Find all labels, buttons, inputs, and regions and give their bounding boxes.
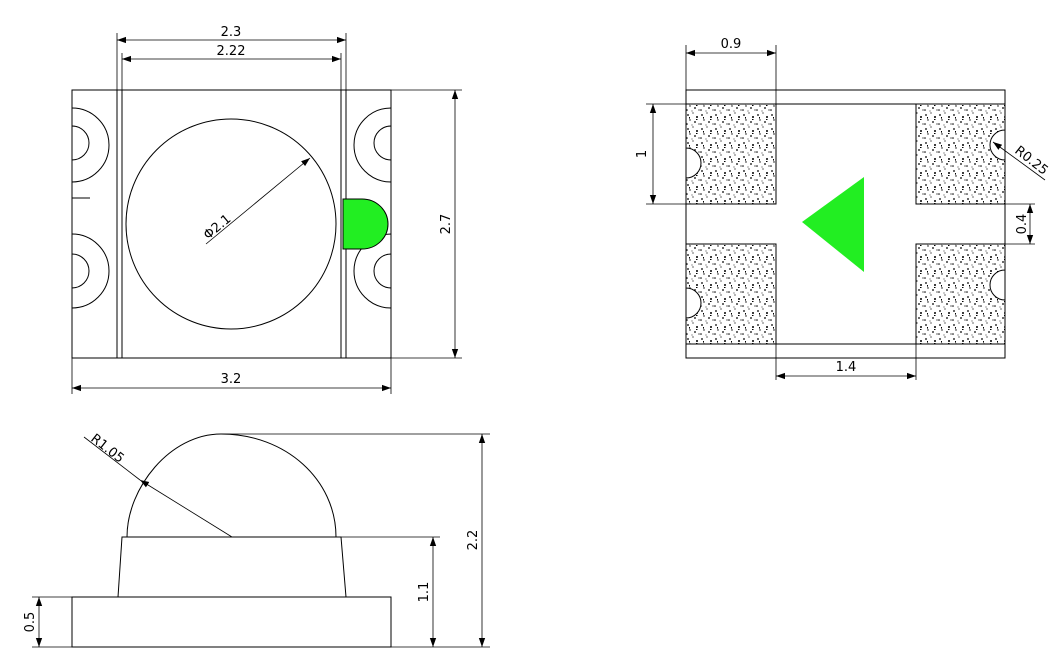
pad-bottom-left bbox=[685, 243, 777, 345]
dim-outer-width: 2.3 bbox=[221, 25, 242, 40]
side-view: R1.05 2.2 1.1 0.5 bbox=[23, 431, 490, 648]
lens-circle bbox=[125, 118, 337, 330]
dim-pad-gap: 0.4 bbox=[1015, 214, 1030, 235]
polarity-mark-top bbox=[342, 198, 389, 250]
left-castellations bbox=[71, 107, 110, 309]
dim-pad-height: 1 bbox=[635, 150, 650, 158]
dim-base-height: 0.5 bbox=[23, 612, 38, 633]
pad-bottom-right bbox=[915, 243, 1006, 345]
dim-total-height: 2.2 bbox=[466, 530, 481, 551]
top-view-body bbox=[71, 89, 392, 359]
dim-pad-spacing: 1.4 bbox=[836, 360, 857, 375]
pad-top-right bbox=[915, 103, 1006, 205]
dim-body-width: 3.2 bbox=[221, 372, 242, 387]
side-view-base bbox=[71, 596, 392, 648]
polarity-mark-bottom bbox=[802, 177, 864, 272]
dim-inner-width: 2.22 bbox=[217, 44, 246, 59]
lens-diameter-label: Φ2.1 bbox=[201, 212, 234, 243]
dim-pad-width: 0.9 bbox=[721, 37, 742, 52]
dim-notch-radius: R0.25 bbox=[1012, 143, 1051, 178]
side-view-dome bbox=[126, 433, 337, 538]
side-view-body bbox=[117, 536, 347, 598]
dim-dome-radius: R1.05 bbox=[88, 431, 127, 466]
bottom-view-body bbox=[685, 89, 1006, 359]
dim-height: 2.7 bbox=[439, 214, 454, 235]
top-view: Φ2.1 2.3 2.22 2.7 3.2 bbox=[71, 25, 462, 394]
bottom-view: 0.9 1 0.4 R0.25 1.4 bbox=[635, 37, 1051, 380]
dim-body-height: 1.1 bbox=[417, 582, 432, 603]
pad-top-left bbox=[685, 103, 777, 205]
